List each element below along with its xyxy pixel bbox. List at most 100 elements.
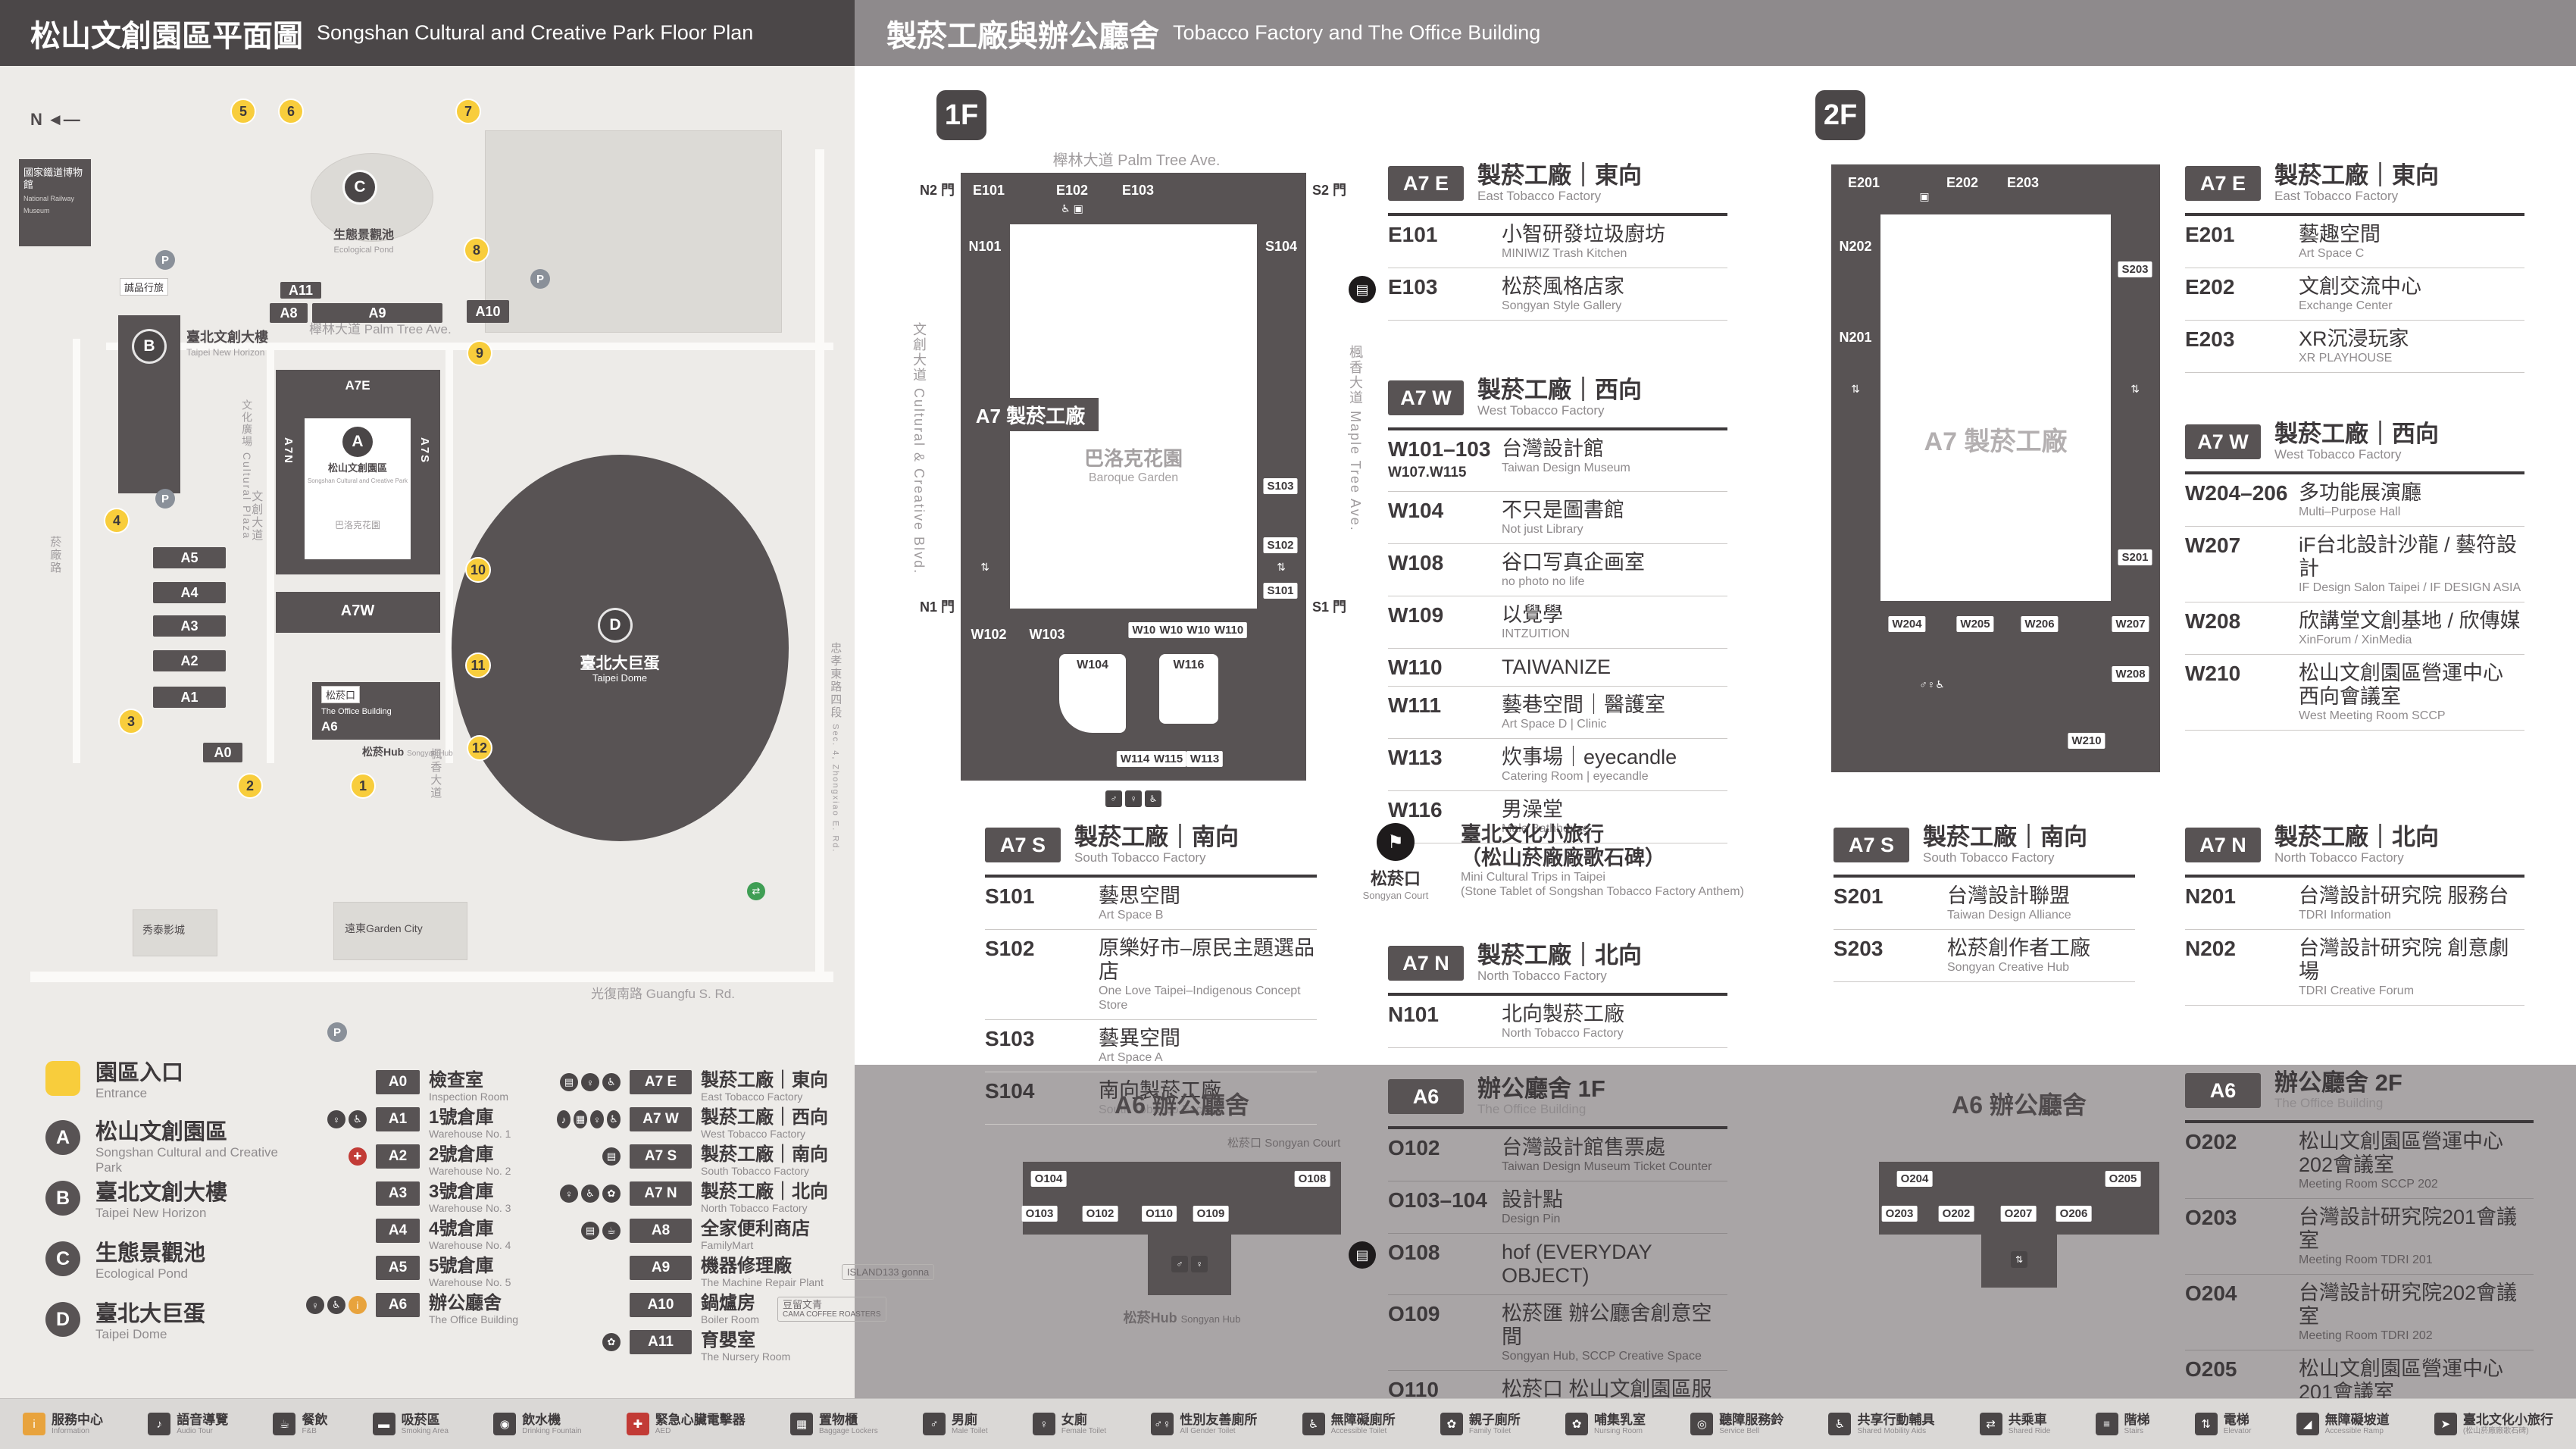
dome-label-zh: 臺北大巨蛋 [580, 655, 660, 672]
place-marker-C: C [45, 1241, 80, 1276]
room-name-en: Art Space B [1099, 909, 1164, 922]
room-name-zh: 台灣設計研究院201會議室 [2299, 1206, 2518, 1252]
room-name-zh: 松菸風格店家 [1502, 275, 1624, 298]
nursing-icon: ✿ [1565, 1413, 1589, 1435]
a6-plan-title: A6 辦公廳舍 [1114, 1091, 1249, 1119]
entrance-marker-11: 11 [465, 653, 491, 678]
building-name-zh: 5號倉庫 [429, 1256, 494, 1276]
building-name-zh: 製菸工廠｜南向 [701, 1144, 828, 1165]
footer-label-en: Nursing Room [1594, 1426, 1643, 1435]
trips-title-en2: (Stone Tablet of Songshan Tobacco Factor… [1461, 885, 1744, 898]
a7-2f-courtyard [1880, 214, 2111, 601]
room-code: W109 [1388, 603, 1444, 627]
section-title-zh: 製菸工廠｜南向 [1923, 824, 2087, 850]
songyan-hub-label: 松菸Hub Songyan Hub [362, 746, 453, 758]
footer-legend-item: ➤臺北文化小旅行(松山菸廠廠歌石碑) [2434, 1413, 2553, 1436]
section-title-zh: 製菸工廠｜東向 [2274, 162, 2439, 189]
road-maple-ave [445, 350, 453, 763]
room-name-zh: 松山文創園區營運中心 [2299, 662, 2503, 684]
stairs-icon: ≡ [2095, 1413, 2118, 1435]
room-name-en: no photo no life [1502, 575, 1585, 588]
room-name-zh: 藝巷空間｜醫護室 [1502, 693, 1665, 716]
room-name-zh: 台灣設計研究院202會議室 [2299, 1282, 2518, 1328]
room-name-zh: 藝思空間 [1099, 884, 1180, 907]
office-building-label: The Office Building [321, 707, 392, 716]
plan-facility-icon: ⇅ [980, 561, 989, 573]
footer-label-en: Male Toilet [952, 1426, 988, 1435]
room-tag-O204: O204 [1896, 1171, 1933, 1187]
room-name-zh: 松山文創園區營運中心201會議室 [2299, 1357, 2503, 1404]
toilet-icon: ♀ [590, 1110, 604, 1128]
entrance-marker-12: 12 [467, 735, 492, 761]
road-guangfu [30, 972, 833, 982]
building-name-zh: 檢查室 [429, 1070, 483, 1091]
room-code: O204 [2185, 1282, 2237, 1305]
room-name-en: TDRI Creative Forum [2299, 984, 2415, 997]
toilet-icon: ♀ [560, 1185, 578, 1203]
place-marker-D: D [45, 1302, 80, 1337]
footer-label-zh: 階梯 [2124, 1412, 2150, 1427]
footer-label-en: Accessible Toilet [1330, 1426, 1387, 1435]
building-code-tag: A6 [376, 1293, 420, 1317]
map-tag-a11: A11 [280, 282, 321, 299]
map-tag-a0: A0 [203, 743, 242, 762]
room-name-en: Art Space A [1099, 1051, 1163, 1064]
building-name-en: Inspection Room [429, 1091, 509, 1103]
legend-row-icons: ♀♿ [303, 1107, 367, 1128]
room-name-zh: 原樂好市–原民主題選品店 [1099, 937, 1315, 983]
legend-row-icons [303, 1070, 367, 1073]
room-name-zh: 多功能展演廳 [2299, 481, 2421, 504]
room-code: N201 [2185, 884, 2236, 908]
legend-row-icons: ▤ [557, 1144, 621, 1166]
building-name-zh: 製菸工廠｜西向 [701, 1107, 828, 1128]
aed-icon: ✚ [349, 1147, 367, 1166]
place-name-en: Entrance [95, 1086, 148, 1100]
shop-icon: ▤ [1349, 276, 1376, 303]
room-code: O108 [1388, 1241, 1440, 1264]
building-name-en: Warehouse No. 2 [429, 1165, 511, 1177]
section-badge: A7 E [1388, 166, 1464, 201]
locker-icon: ▦ [789, 1413, 813, 1435]
room-code: E101 [1388, 223, 1438, 246]
building-name-en: South Tobacco Factory [701, 1165, 809, 1177]
entrance-marker [45, 1061, 80, 1096]
map-tag-a3: A3 [153, 615, 226, 637]
room-code: W116 [1388, 798, 1443, 822]
trips-title-zh: 臺北文化小旅行 [1461, 823, 1604, 846]
place-name-en: Ecological Pond [95, 1266, 188, 1281]
section-title-zh: 製菸工廠｜北向 [2274, 824, 2439, 850]
room-name-zh: 藝趣空間 [2299, 223, 2381, 246]
room-tag-S101: S101 [1263, 583, 1298, 599]
legend-row-icons: ✿ [557, 1330, 621, 1351]
a7-center-label: A7 製菸工廠 [1924, 427, 2068, 456]
room-code: S102 [985, 937, 1035, 960]
room-name-zh: 設計點 [1502, 1188, 1563, 1211]
room-name-zh: 不只是圖書館 [1502, 499, 1624, 521]
building-note-en: CAMA COFFEE ROASTERS [783, 1310, 881, 1319]
map-tag-a5: A5 [153, 547, 226, 568]
room-tag-W207: W207 [2112, 616, 2149, 632]
plan-facility-icon: ♂♀♿ [1919, 678, 1945, 690]
section-title-zh: 製菸工廠｜南向 [1074, 824, 1239, 850]
smoking-icon: ▬ [372, 1413, 395, 1435]
room-name-zh: 台灣設計研究院 創意劇場 [2299, 937, 2509, 983]
room-tag-O110: O110 [1142, 1206, 1177, 1222]
railway-museum-building: 國家鐵道博物館 National Railway Museum [19, 159, 91, 246]
building-name-zh: 機器修理廠 [701, 1256, 792, 1276]
footer-label-en: Information [52, 1426, 90, 1435]
